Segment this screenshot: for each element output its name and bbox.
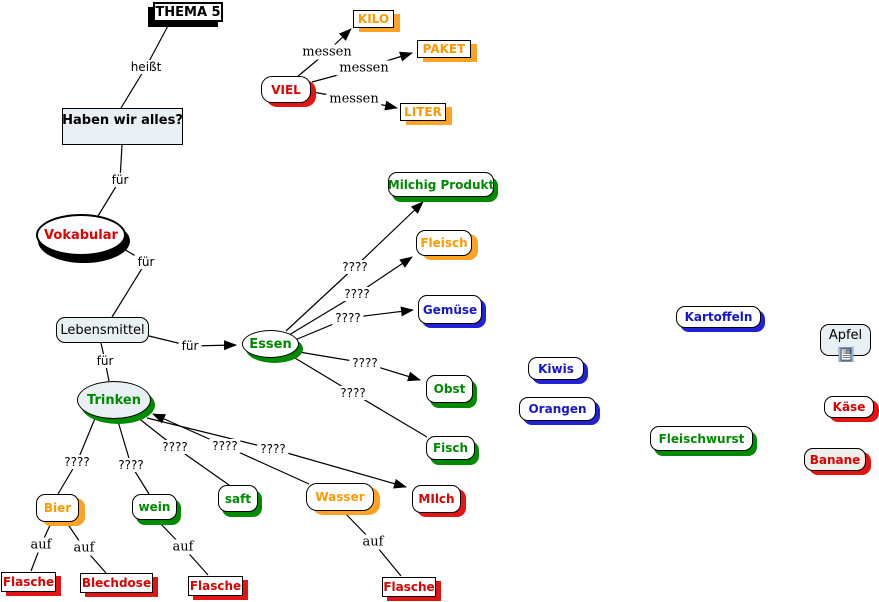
edge-label-auf-blechdose[interactable]: auf [70, 540, 98, 556]
edge-label-auf-flasche-wasser[interactable]: auf [359, 534, 387, 550]
node-thema-5[interactable]: THEMA 5 [153, 2, 223, 22]
edge-label-unknown-saft[interactable]: ???? [159, 440, 191, 454]
node-apfel[interactable]: Apfel [820, 324, 871, 362]
node-saft[interactable]: saft [218, 485, 258, 512]
node-kiwis[interactable]: Kiwis [528, 357, 584, 380]
edge-label-unknown-fleisch[interactable]: ???? [341, 287, 373, 301]
resource-icon[interactable] [838, 347, 853, 362]
edge-label-fuer-vokabular[interactable]: für [108, 173, 132, 187]
edge-label-fuer-lebensmittel[interactable]: für [134, 255, 158, 269]
edge-label-messen-kilo[interactable]: messen [299, 44, 355, 60]
node-gemuese[interactable]: Gemüse [418, 295, 482, 324]
edge-label-heisst[interactable]: heißt [127, 60, 165, 74]
node-milchig-produkt[interactable]: Milchig Produkt [388, 172, 494, 197]
edge-label-unknown-bier[interactable]: ???? [61, 455, 93, 469]
node-essen[interactable]: Essen [242, 330, 299, 358]
edge-label-messen-paket[interactable]: messen [336, 60, 392, 76]
node-bier[interactable]: Bier [36, 494, 79, 522]
edge-label-unknown-gemuese[interactable]: ???? [332, 311, 364, 325]
edge-label-unknown-milch[interactable]: ???? [257, 442, 289, 456]
node-fleischwurst[interactable]: Fleischwurst [650, 426, 753, 451]
edge-label-fuer-trinken[interactable]: für [93, 354, 117, 368]
node-flasche-wein[interactable]: Flasche [188, 576, 243, 596]
edge-label-unknown-obst[interactable]: ???? [349, 356, 381, 370]
edge-label-unknown-fisch[interactable]: ???? [337, 386, 369, 400]
edge-label-unknown-wein[interactable]: ???? [115, 458, 147, 472]
edge-label-auf-flasche-bier[interactable]: auf [27, 537, 55, 553]
node-vokabular[interactable]: Vokabular [36, 214, 126, 256]
node-paket[interactable]: PAKET [417, 40, 471, 58]
node-wasser[interactable]: Wasser [306, 483, 374, 511]
node-kaese[interactable]: Käse [824, 396, 874, 418]
node-viel[interactable]: VIEL [261, 76, 311, 103]
node-flasche-bier[interactable]: Flasche [1, 572, 56, 592]
node-kilo[interactable]: KILO [353, 10, 394, 28]
edge-label-fuer-essen[interactable]: für [178, 339, 202, 353]
node-liter[interactable]: LITER [400, 103, 446, 121]
node-haben-wir-alles[interactable]: Haben wir alles? [62, 108, 183, 145]
node-fisch[interactable]: Fisch [426, 436, 475, 460]
node-orangen[interactable]: Orangen [519, 397, 596, 421]
node-apfel-label: Apfel [828, 328, 863, 343]
node-flasche-wasser[interactable]: Flasche [382, 577, 436, 597]
node-milch[interactable]: MIlch [412, 485, 461, 513]
node-fleisch[interactable]: Fleisch [416, 230, 472, 256]
node-obst[interactable]: Obst [426, 375, 473, 403]
edge-label-unknown-milchig[interactable]: ???? [339, 260, 371, 274]
node-wein[interactable]: wein [132, 494, 177, 520]
edge-label-unknown-wasser[interactable]: ???? [209, 439, 241, 453]
node-banane[interactable]: Banane [804, 448, 866, 471]
edge-label-messen-liter[interactable]: messen [326, 91, 382, 107]
node-blechdose[interactable]: Blechdose [80, 573, 153, 593]
edge-label-auf-flasche-wein[interactable]: auf [169, 539, 197, 555]
node-lebensmittel[interactable]: Lebensmittel [56, 317, 149, 343]
node-trinken[interactable]: Trinken [77, 381, 151, 419]
node-kartoffeln[interactable]: Kartoffeln [676, 306, 761, 328]
